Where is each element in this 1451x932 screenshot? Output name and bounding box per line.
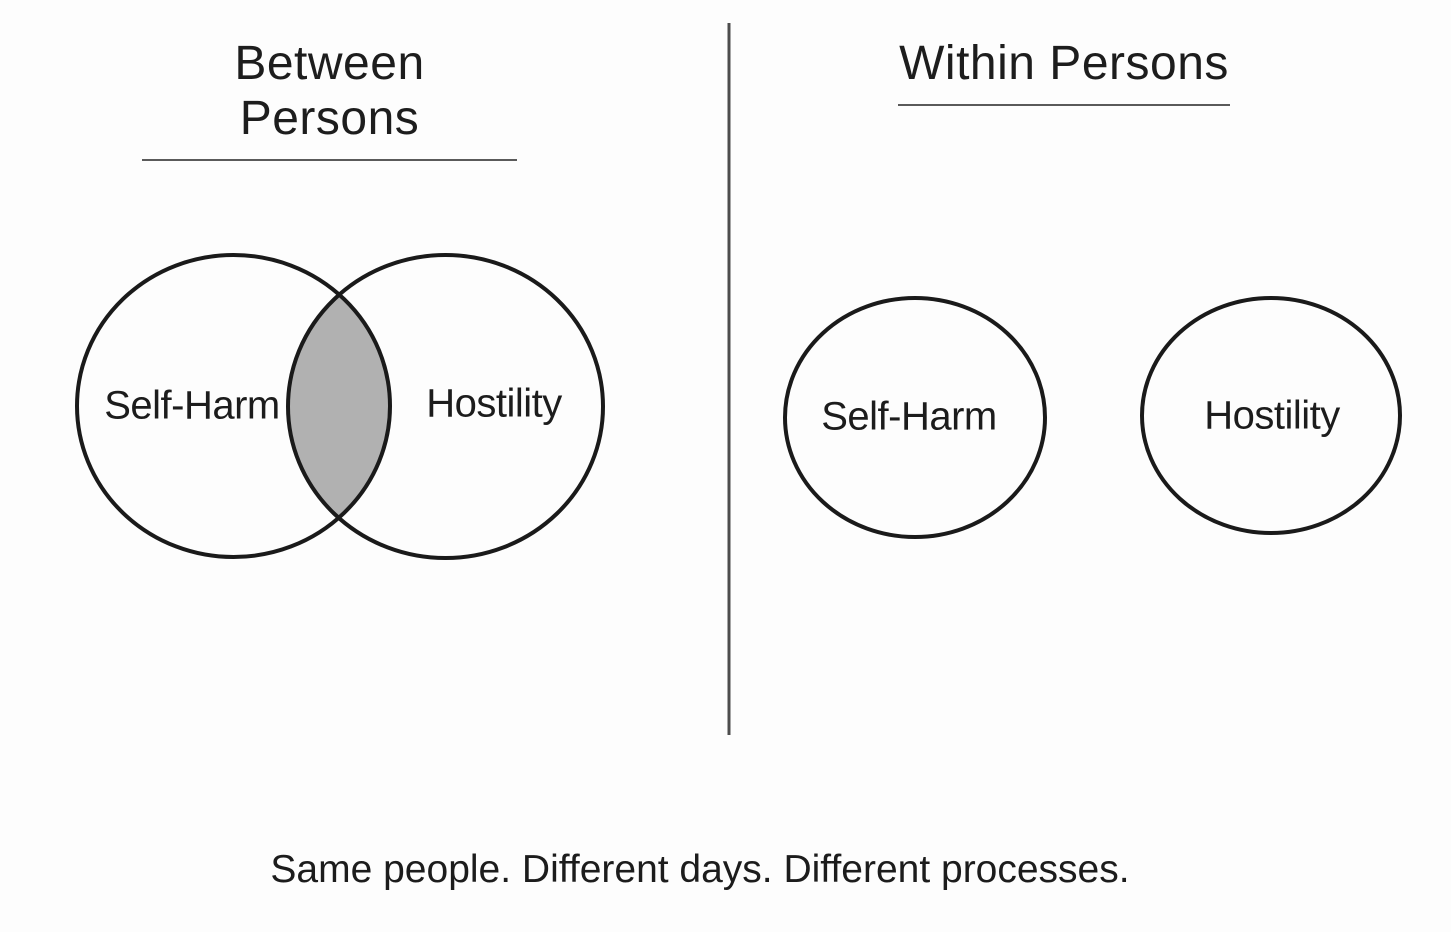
figure-caption: Same people. Different days. Different p… [270,848,1130,891]
within-self-harm-label: Self-Harm [821,394,997,439]
within-circle-self-harm [783,296,1047,539]
venn-hostility-label: Hostility [426,381,562,426]
within-persons-title: Within Persons [898,36,1230,106]
between-persons-title: Between Persons [142,36,517,161]
venn-circle-hostility [286,253,605,560]
venn-circle-self-harm [75,253,392,559]
within-circle-hostility [1140,296,1402,535]
within-hostility-label: Hostility [1204,393,1340,438]
venn-self-harm-label: Self-Harm [104,383,280,428]
